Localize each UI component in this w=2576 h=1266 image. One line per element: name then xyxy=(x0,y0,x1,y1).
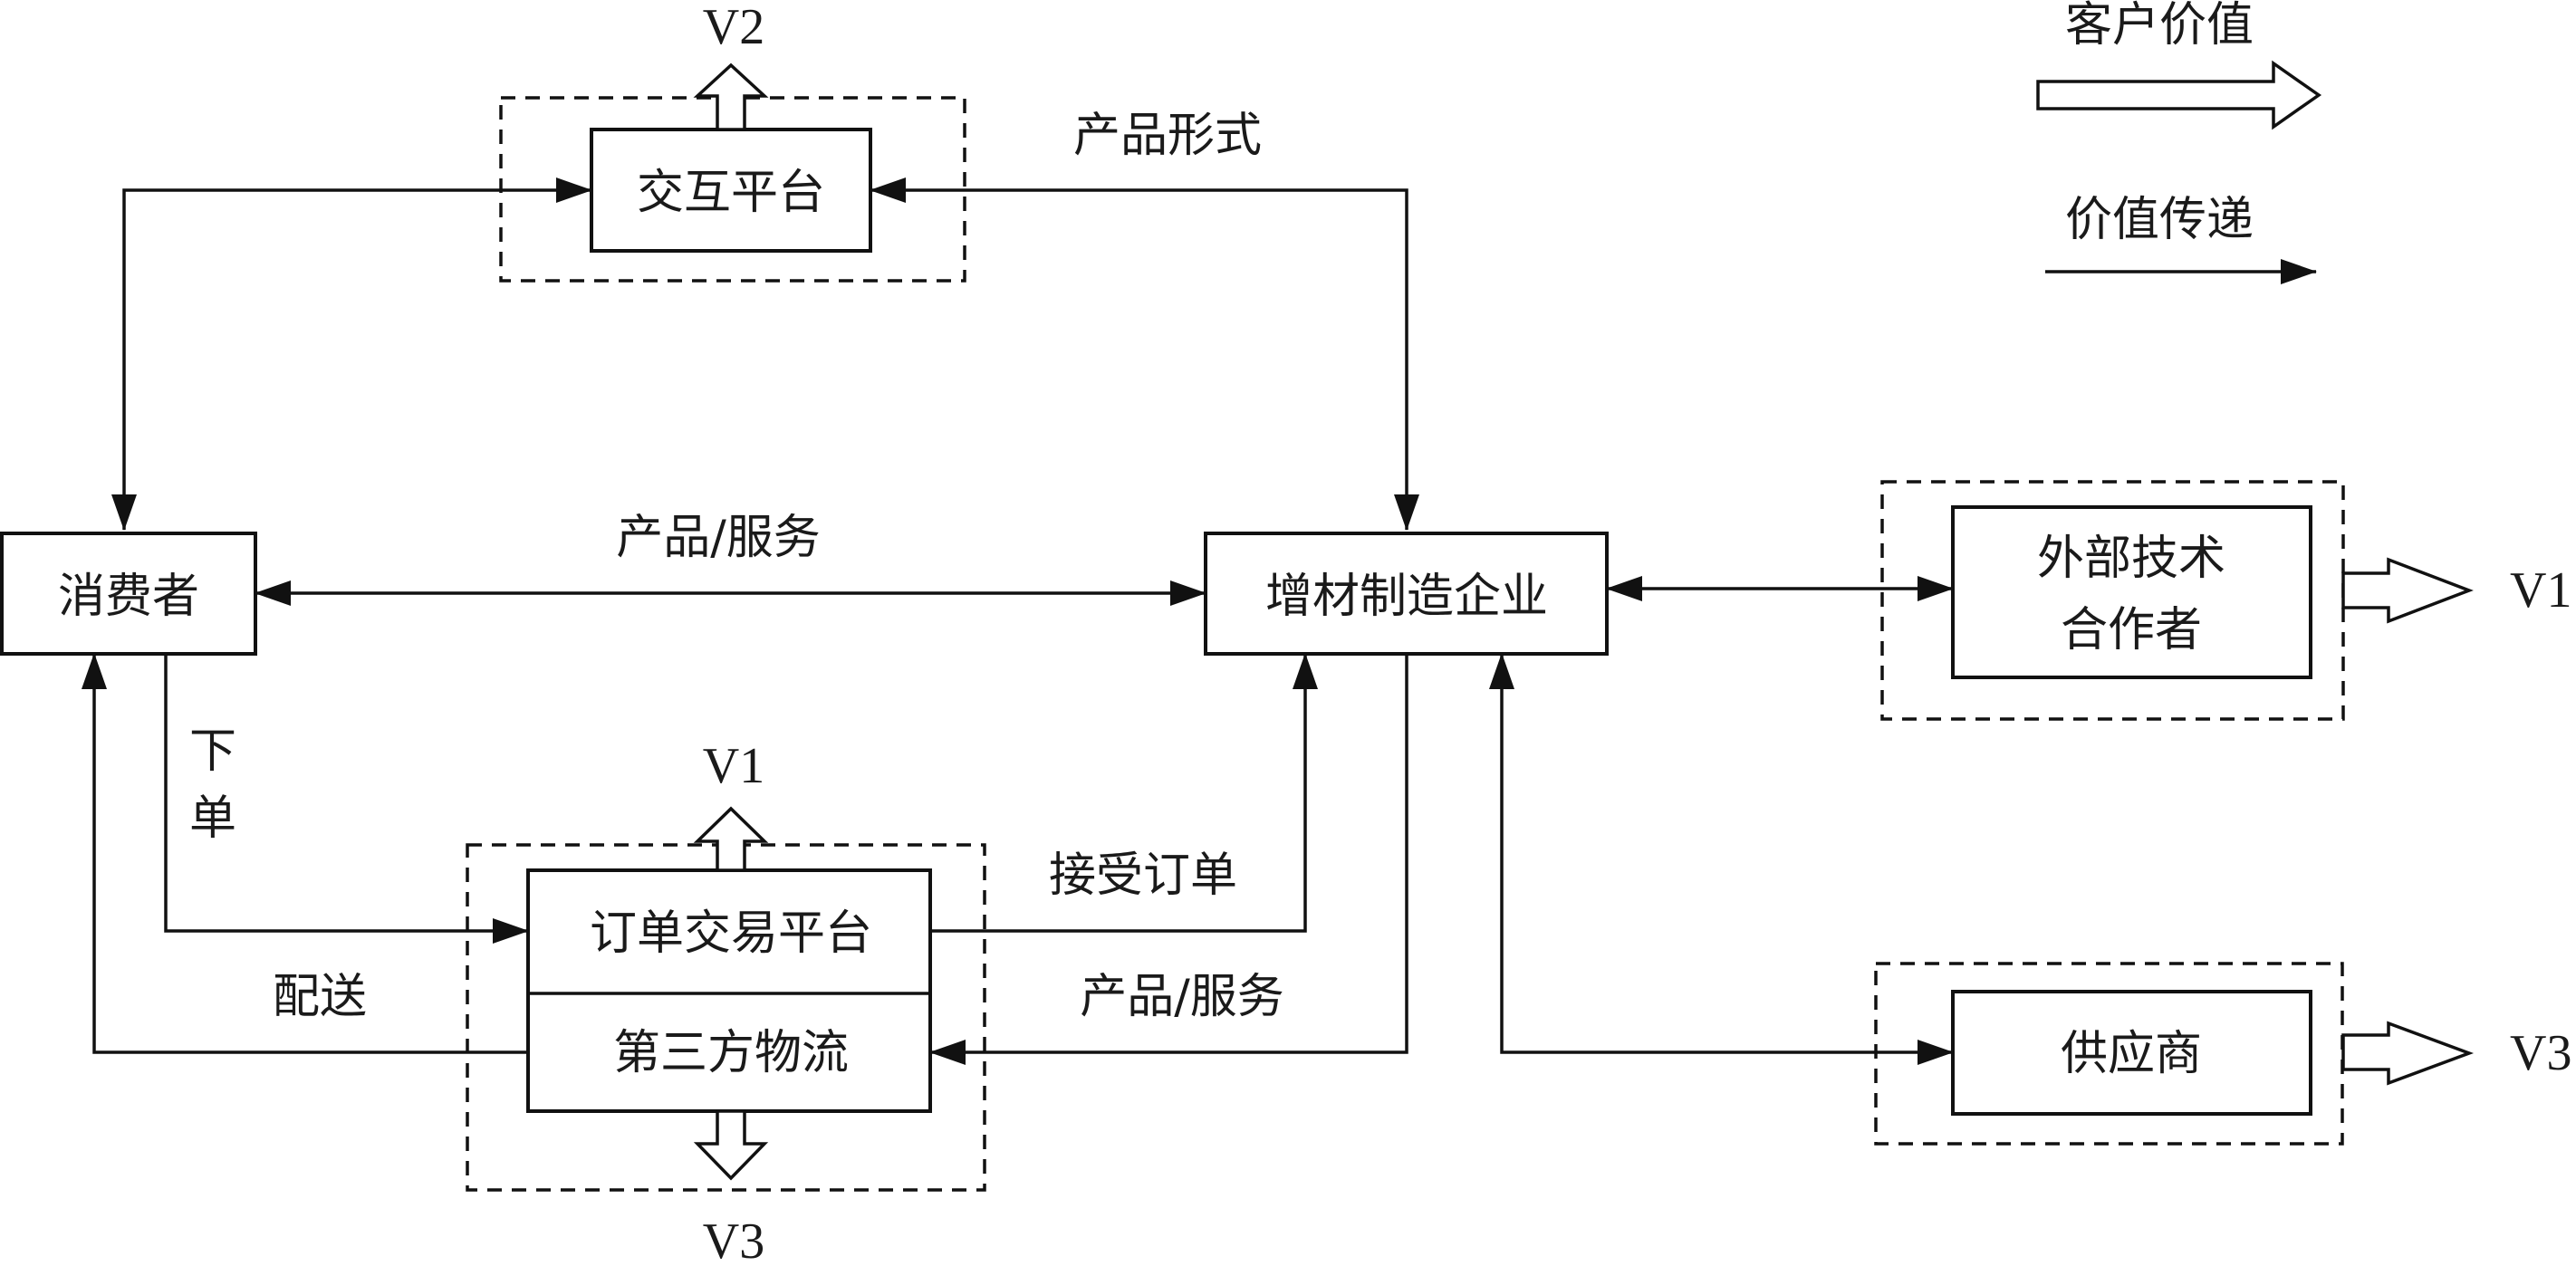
v1-hollow-arrow-up xyxy=(693,806,769,872)
order-platform-label: 订单交易平台 xyxy=(590,906,872,961)
place-order-line xyxy=(164,654,529,944)
consumer-box xyxy=(0,532,257,656)
legend-value-transfer-label: 价值传递 xyxy=(2065,193,2254,247)
enterprise-to-interaction-line xyxy=(870,177,1419,531)
consumer-to-interaction-line xyxy=(111,177,592,531)
v1-hollow-arrow-right xyxy=(2341,557,2474,624)
accept-order-line xyxy=(930,653,1318,933)
product-service-line xyxy=(929,654,1408,1065)
edge-label-product-form: 产品形式 xyxy=(1073,109,1262,163)
external-partner-label-line2: 合作者 xyxy=(2061,603,2202,657)
edge-label-place-order-1: 下 xyxy=(189,724,236,779)
supplier-box xyxy=(1951,990,2312,1116)
edge-label-product-service-top: 产品/服务 xyxy=(616,511,821,565)
edge-label-place-order-2: 单 xyxy=(189,791,236,846)
am-enterprise-label: 增材制造企业 xyxy=(1265,570,1548,624)
value-label-v1-partner: V1 xyxy=(2510,562,2571,619)
value-label-v3-supplier: V3 xyxy=(2510,1025,2571,1081)
v3-hollow-arrow-down xyxy=(693,1109,769,1181)
delivery-line xyxy=(82,653,528,1054)
am-enterprise-box xyxy=(1204,532,1609,656)
edge-label-accept-order: 接受订单 xyxy=(1049,849,1237,903)
consumer-label: 消费者 xyxy=(58,570,199,624)
edge-label-product-service-bottom: 产品/服务 xyxy=(1080,970,1284,1024)
logistics-label: 第三方物流 xyxy=(613,1026,849,1080)
value-label-v2-top: V2 xyxy=(703,0,764,55)
interaction-platform-label: 交互平台 xyxy=(637,166,825,220)
edge-label-delivery: 配送 xyxy=(273,970,367,1024)
enterprise-supplier-line xyxy=(1489,653,1954,1065)
value-label-v1-order: V1 xyxy=(703,738,764,794)
v2-hollow-arrow-up xyxy=(693,62,769,131)
legend-customer-value-arrow xyxy=(2036,60,2322,130)
external-partner-label-line1: 外部技术 xyxy=(2037,532,2225,586)
external-partner-box xyxy=(1951,505,2312,679)
supplier-label: 供应商 xyxy=(2061,1027,2202,1081)
v3-hollow-arrow-right xyxy=(2341,1021,2475,1086)
value-label-v3-logistics: V3 xyxy=(703,1213,764,1266)
interaction-platform-box xyxy=(590,128,872,253)
legend-customer-value-label: 客户价值 xyxy=(2065,0,2254,53)
